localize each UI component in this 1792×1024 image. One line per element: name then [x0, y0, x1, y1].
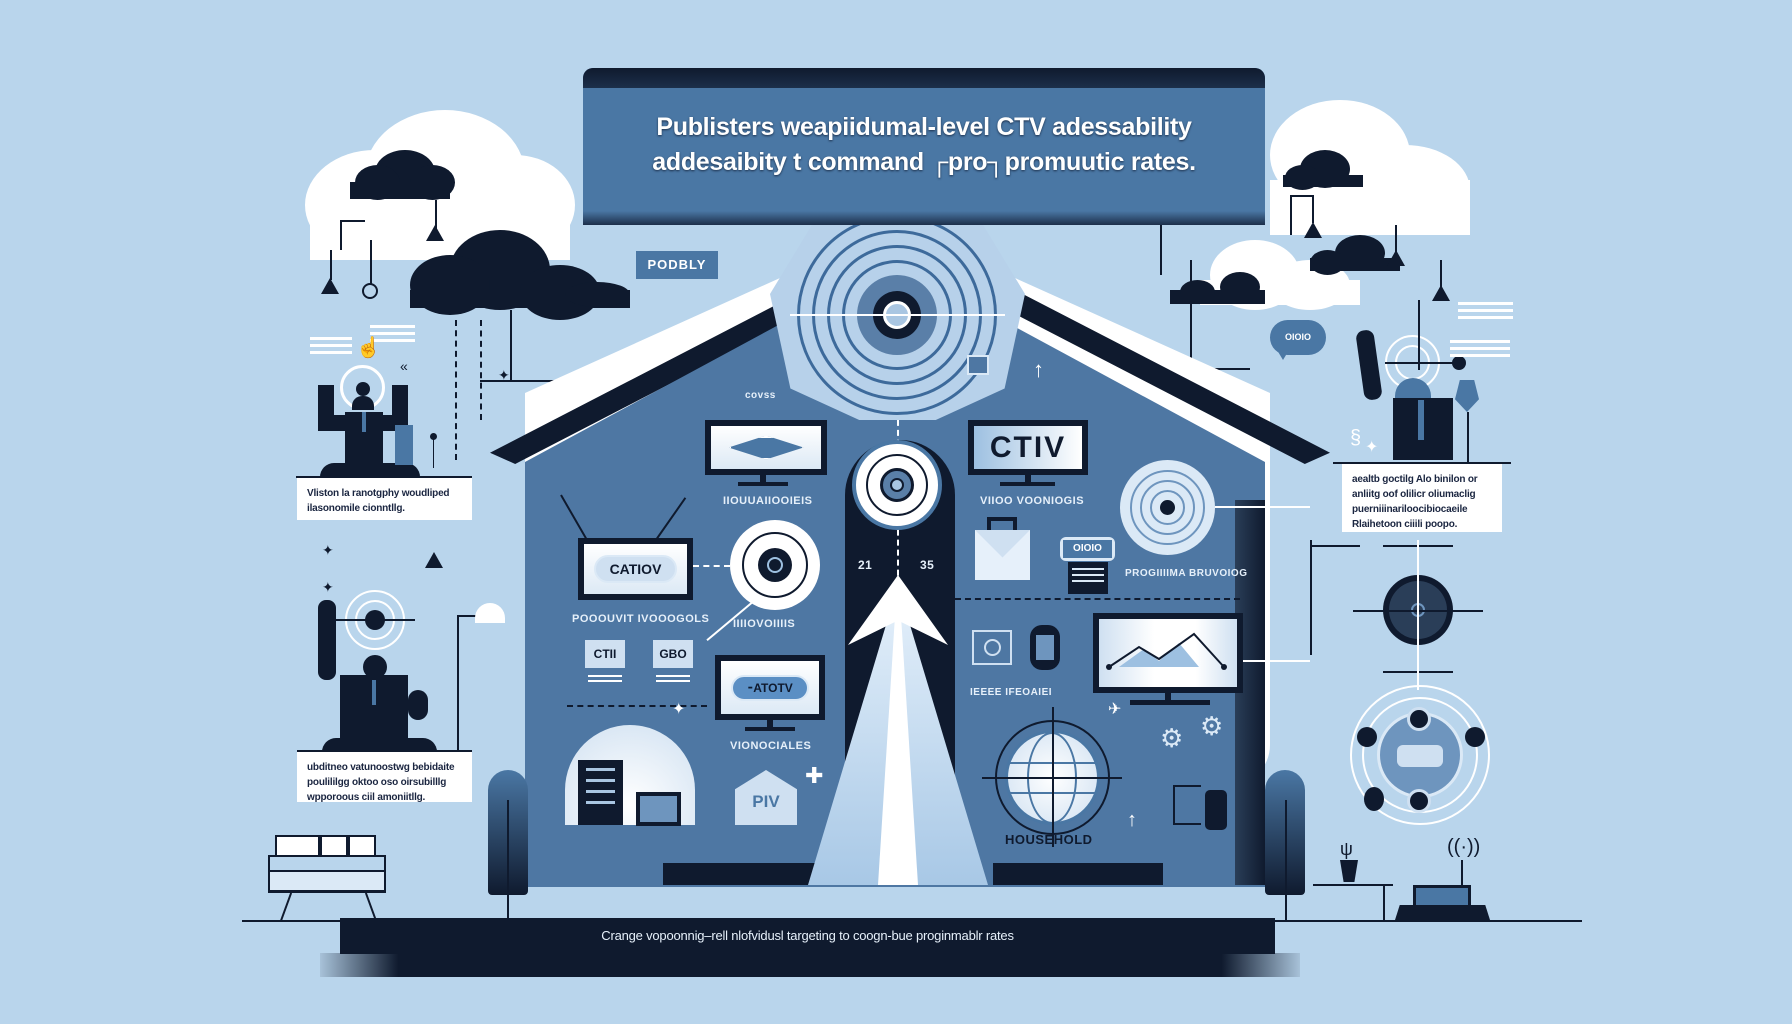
dataserver-icon — [1205, 790, 1227, 830]
tv-2-label: VIIOO VOONIOGIS — [980, 495, 1085, 507]
badge-blue: OIOIO — [1060, 537, 1115, 561]
up-arrow-icon: ↑ — [1127, 809, 1137, 831]
left-caption-1: Vliston la ranotgphy woudliped ilasonomi… — [297, 478, 472, 520]
tv-1-label: IIOUUAIIOOIEIS — [723, 495, 813, 507]
title-banner: Publisters weapiidumal-level CTV adessab… — [583, 68, 1265, 225]
tv-3-screen-text: CATIOV — [593, 555, 678, 583]
network-hub-icon — [1350, 685, 1490, 825]
camera-icon — [972, 630, 1012, 665]
connector-chart — [1243, 660, 1310, 662]
house-top-label: covss — [745, 390, 776, 401]
globe-icon — [982, 707, 1122, 847]
plus-icon: ✚ — [805, 763, 824, 788]
airplane-icon: ✈ — [1108, 701, 1122, 718]
connector-line — [693, 565, 730, 567]
target-ring-2 — [730, 520, 820, 610]
devices-label: IEEEE IFEOAIEI — [970, 687, 1053, 698]
briefcase-handle — [987, 517, 1017, 530]
radar-target-top — [770, 210, 1025, 420]
tv-3-label: POOOUVIT IVOOOGOLS — [572, 613, 710, 625]
sparkle-icon: ✦ — [672, 701, 686, 718]
speaker-vline — [1417, 540, 1419, 690]
banner-title-line1: Publisters weapiidumal-level CTV adessab… — [656, 113, 1192, 141]
center-dashed-line — [897, 330, 899, 885]
globe-label: HOUSEHOLD — [1005, 832, 1093, 847]
connector-right — [1215, 506, 1310, 508]
badge-stand — [1068, 562, 1108, 594]
envelope-icon — [975, 530, 1030, 580]
podbly-tag: PODBLY — [636, 251, 718, 279]
speech-lines-1 — [310, 337, 352, 358]
programmatic-label: PROGIIIIMA BRUVOIOG — [1125, 568, 1248, 579]
number-left: 21 — [858, 558, 873, 572]
number-right: 35 — [920, 558, 935, 572]
card-ctii-lines — [588, 675, 622, 682]
divider-dashed — [567, 705, 707, 707]
divider-dashed-right — [955, 598, 1240, 600]
podbly-tag-label: PODBLY — [647, 257, 707, 272]
target-2-label: IIIIOVOIIIIS — [733, 618, 796, 630]
diamond-logo-icon — [728, 435, 804, 460]
house-base-left — [663, 863, 818, 885]
banner-title-line2: addesaibity t command ┌pro┐promuutic rat… — [652, 148, 1196, 176]
connector-bracket — [1173, 785, 1201, 825]
house-icon-text: PIV — [752, 792, 780, 811]
up-arrow-icon-top: ↑ — [1033, 357, 1044, 382]
gear-icon-2: ⚙ — [1200, 711, 1224, 741]
radar-right — [1120, 460, 1215, 555]
card-ctii: CTII — [585, 640, 625, 668]
left-caption-2: ubditneo vatunoostwg bebidaite poulililg… — [297, 752, 472, 803]
right-caption: aealtb goctilg Alo binilon or anliitg oo… — [1342, 464, 1502, 532]
tv-2-screen-text: CTIV — [989, 430, 1067, 464]
footer-text: Crange vopoonnig–rell nlofvidusl targeti… — [601, 928, 1014, 943]
speech-bubble-text: OIOIO — [1284, 332, 1311, 342]
house-base-right — [993, 863, 1163, 885]
radar-lock-icon — [967, 355, 989, 375]
gear-icon: ⚙ — [1160, 723, 1184, 753]
table-leg — [1383, 884, 1385, 920]
tv-4-screen-text: ⁃ATOTV — [731, 674, 809, 701]
tv-4-label: VIONOCIALES — [730, 740, 812, 752]
side-table — [1313, 884, 1393, 886]
card-gbo-lines — [656, 675, 690, 682]
phone-icon — [1030, 625, 1060, 670]
footer-bar: Crange vopoonnig–rell nlofvidusl targeti… — [340, 918, 1275, 954]
footer-base — [320, 953, 1300, 977]
target-center — [852, 440, 942, 530]
card-gbo: GBO — [653, 640, 693, 668]
